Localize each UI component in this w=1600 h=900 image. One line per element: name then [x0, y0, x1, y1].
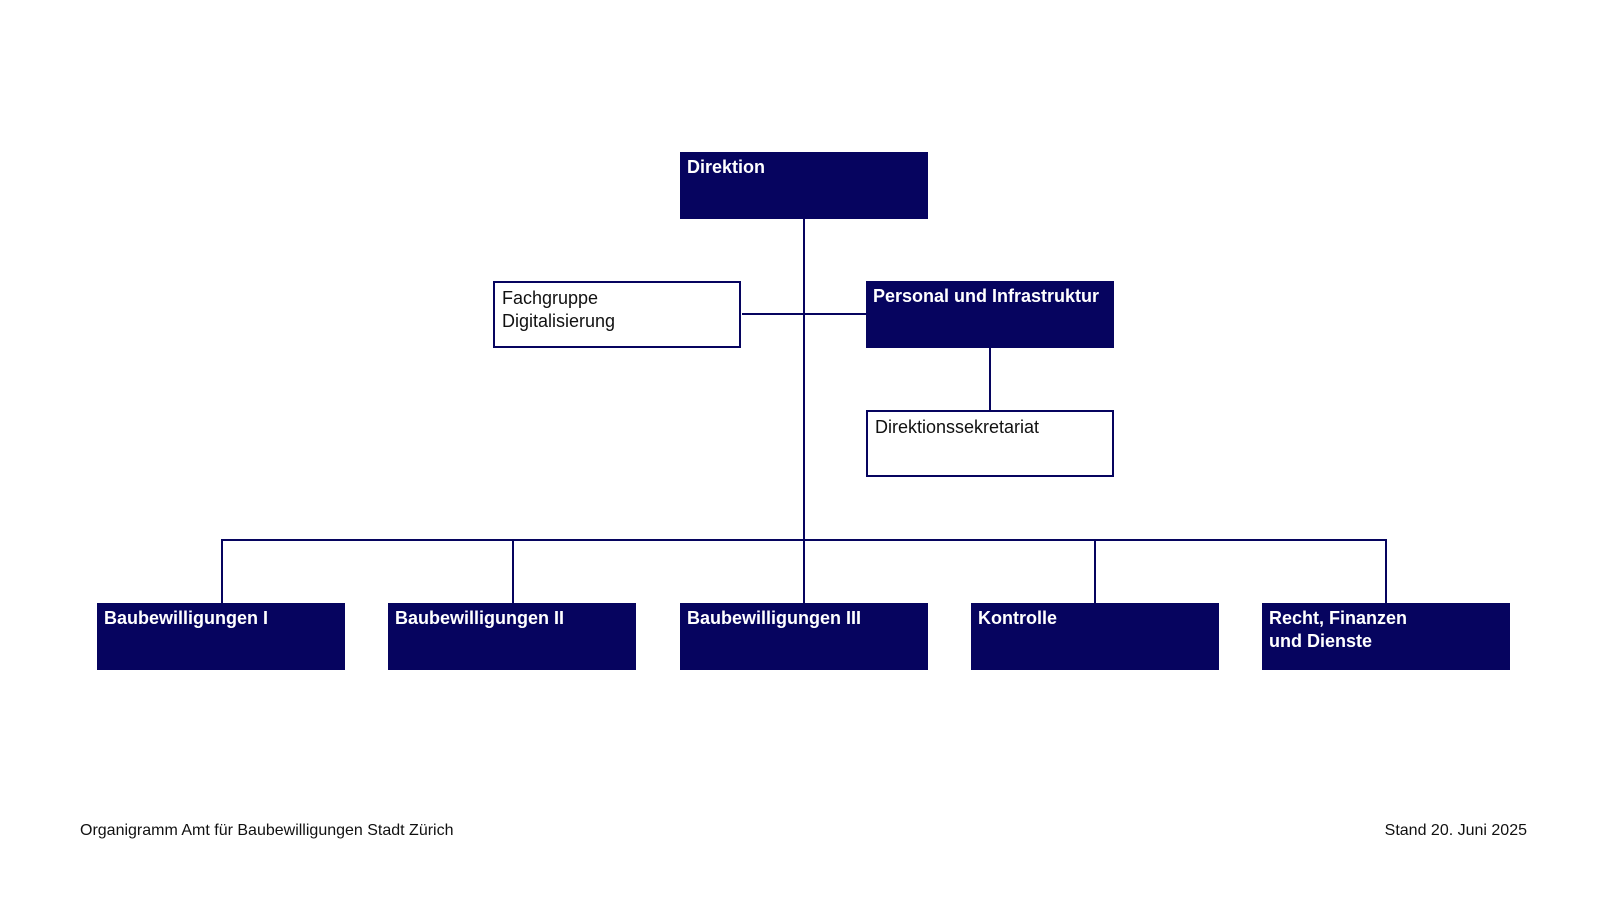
box-direktionssekretariat: Direktionssekretariat [866, 410, 1114, 477]
connector-main-vertical [803, 218, 805, 604]
box-baubewilligungen-2: Baubewilligungen II [388, 603, 636, 670]
connector-unit-4 [1094, 539, 1096, 604]
connector-secretariat [989, 347, 991, 412]
connector-unit-5 [1385, 539, 1387, 604]
box-recht-finanzen-dienste: Recht, Finanzen und Dienste [1262, 603, 1510, 670]
footer-title: Organigramm Amt für Baubewilligungen Sta… [80, 822, 454, 839]
box-kontrolle: Kontrolle [971, 603, 1219, 670]
box-personal-infrastruktur: Personal und Infrastruktur [866, 281, 1114, 348]
box-baubewilligungen-3: Baubewilligungen III [680, 603, 928, 670]
connector-staff-horizontal [742, 313, 867, 315]
connector-unit-1 [221, 539, 223, 604]
footer-date: Stand 20. Juni 2025 [1384, 822, 1527, 839]
box-fachgruppe-digitalisierung: Fachgruppe Digitalisierung [493, 281, 741, 348]
box-direktion: Direktion [680, 152, 928, 219]
connector-units-horizontal [221, 539, 1387, 541]
connector-unit-2 [512, 539, 514, 604]
box-baubewilligungen-1: Baubewilligungen I [97, 603, 345, 670]
